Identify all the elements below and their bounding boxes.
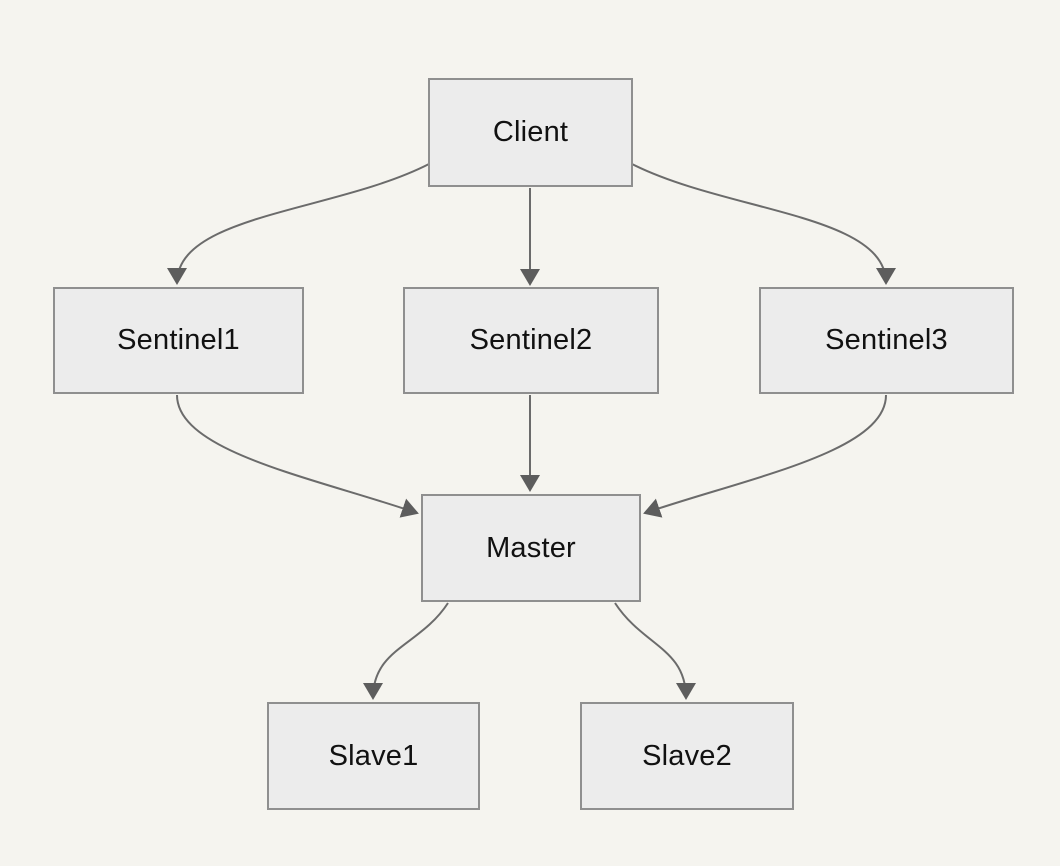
node-slave2-label: Slave2 bbox=[642, 739, 732, 772]
node-slave2: Slave2 bbox=[580, 702, 794, 810]
node-sentinel3: Sentinel3 bbox=[759, 287, 1014, 394]
edge-master-slave1 bbox=[363, 602, 449, 700]
node-slave1-label: Slave1 bbox=[328, 739, 419, 772]
node-master: Master bbox=[421, 494, 641, 602]
node-client: Client bbox=[428, 78, 633, 187]
edge-sentinel1-master bbox=[176, 394, 419, 518]
node-sentinel2: Sentinel2 bbox=[403, 287, 659, 394]
node-sentinel1: Sentinel1 bbox=[53, 287, 304, 394]
edge-master-slave2 bbox=[614, 602, 696, 700]
node-slave1: Slave1 bbox=[267, 702, 480, 810]
edge-sentinel3-master bbox=[643, 394, 887, 518]
node-sentinel1-label: Sentinel1 bbox=[117, 324, 240, 356]
node-master-label: Master bbox=[486, 531, 576, 564]
node-sentinel2-label: Sentinel2 bbox=[469, 324, 593, 356]
edge-client-sentinel3 bbox=[631, 163, 896, 285]
edge-client-sentinel1 bbox=[167, 163, 430, 285]
node-client-label: Client bbox=[492, 116, 569, 148]
node-sentinel3-label: Sentinel3 bbox=[825, 324, 948, 356]
